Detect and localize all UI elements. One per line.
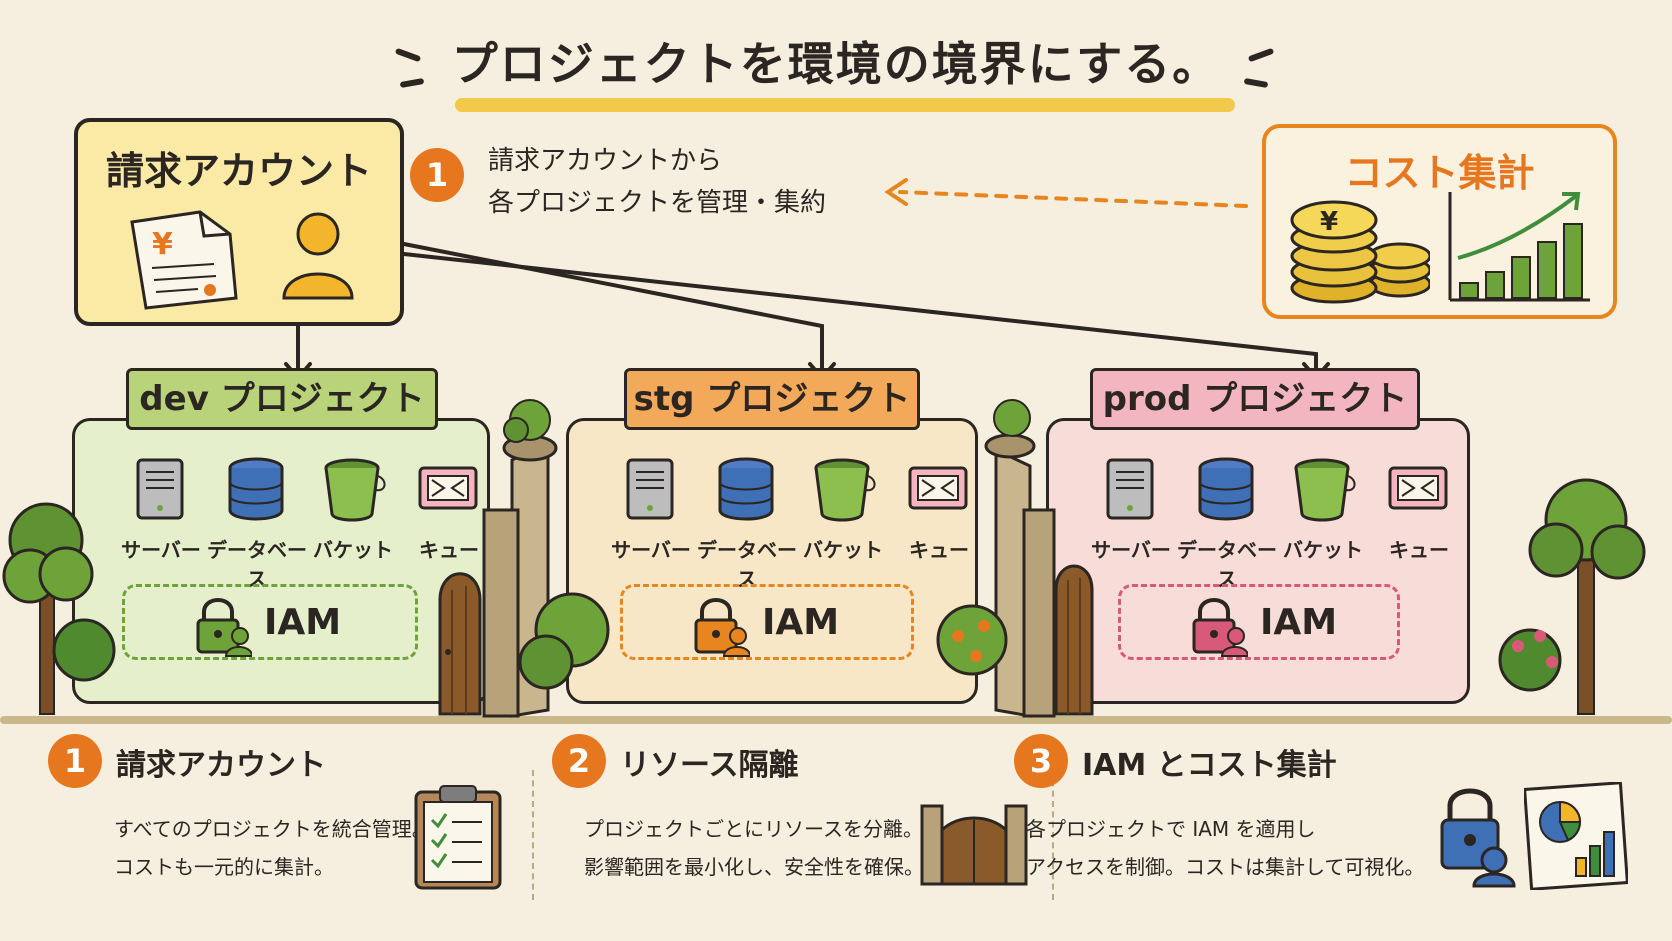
lock-icon [694,598,750,657]
server-icon [1106,458,1154,520]
explanation-title: リソース隔離 [620,748,799,783]
project-banner: stg プロジェクト [624,368,920,430]
server-icon [136,458,184,520]
explanation-title: 請求アカウント [116,748,326,783]
invoice-icon: ¥ [130,210,238,310]
resource-label: キュー [1389,538,1449,562]
resource-label: バケット [1283,538,1363,562]
queue-icon [418,466,478,510]
iam-label: IAM [762,602,840,643]
wooden-gate-right [1054,564,1094,716]
bucket-icon [1294,458,1356,522]
cost-bar [1459,282,1479,299]
explanation-line: 各プロジェクトで IAM を適用し [1026,817,1316,841]
resource-label: キュー [909,538,969,562]
cost-aggregation-box: コスト集計 ¥ [1262,124,1617,319]
explanation-line: 影響範囲を最小化し、安全性を確保。 [584,855,924,879]
step-badge: 2 [552,734,606,788]
bucket-icon [814,458,876,522]
report-chart-icon [1524,782,1628,890]
step-badge: 3 [1014,734,1068,788]
explanation-line: アクセスを制御。コストは集計して可視化。 [1026,855,1425,879]
project-banner: dev プロジェクト [126,368,438,430]
growth-trend-line [1457,194,1578,260]
server-icon [626,458,674,520]
explanation-line: プロジェクトごとにリソースを分離。 [584,817,923,841]
database-icon [228,457,284,521]
resource-label: キュー [419,538,479,562]
resource-label: バケット [313,538,393,562]
queue-icon [1388,466,1448,510]
iam-label: IAM [1260,602,1338,643]
database-icon [1198,457,1254,521]
invoice-currency: ¥ [152,227,173,262]
iam-boundary [122,584,418,660]
ground-line [0,716,1672,724]
project-banner: prod プロジェクト [1090,368,1420,430]
page-title: プロジェクトを環境の境界にする。 [451,37,1221,91]
coin-stack-icon: ¥ [1290,200,1430,304]
divider [532,770,534,900]
resource-label: データベース [207,538,307,591]
cost-bar [1511,256,1531,299]
arrow-to-stg [402,242,824,378]
bush-middle-right [936,604,1008,676]
cost-bar [1563,223,1583,299]
cost-growth-chart [1448,192,1590,302]
arrow-cost-to-billing [898,190,1248,208]
iam-boundary [1118,584,1400,660]
bush-middle-left [518,592,610,690]
bucket-icon [324,458,386,522]
step-badge: 1 [410,148,464,202]
explanation-text: プロジェクトごとにリソースを分離。影響範囲を最小化し、安全性を確保。 [584,810,924,886]
wooden-gate-left [438,572,482,716]
tree-right [1498,478,1646,715]
arrow-head-cost [884,178,908,206]
explanation-text: 各プロジェクトで IAM を適用しアクセスを制御。コストは集計して可視化。 [1026,810,1424,886]
database-icon [718,457,774,521]
stone-wall-right [984,399,1056,718]
checklist-clipboard-icon [414,785,502,890]
lock-icon [1192,598,1248,657]
title-underline [455,98,1235,112]
step-badge: 1 [48,734,102,788]
billing-account-title: 請求アカウント [105,149,372,193]
iam-label: IAM [264,602,342,643]
explanation-title: IAM とコスト集計 [1082,748,1337,783]
cost-bar [1485,271,1505,299]
cost-aggregation-title: コスト集計 [1344,151,1535,195]
explanation-line: コストも一元的に集計。 [114,855,334,879]
resource-label: サーバー [1091,538,1171,562]
step1-line2: 各プロジェクトを管理・集約 [488,188,827,218]
growth-arrow-head [1562,192,1581,211]
lock-icon [196,598,252,657]
coin-currency: ¥ [1320,207,1338,237]
billing-account-box: 請求アカウント ¥ [74,118,404,326]
resource-label: サーバー [611,538,691,562]
step1-text: 請求アカウントから 各プロジェクトを管理・集約 [488,140,826,224]
explanation-line: すべてのプロジェクトを統合管理。 [114,817,432,841]
iam-boundary [620,584,914,660]
resource-label: バケット [803,538,883,562]
garden-decorations [2,399,1646,718]
queue-icon [908,466,968,510]
tree-left [2,502,116,715]
step1-line1: 請求アカウントから [488,146,723,176]
garden-gate-icon [920,804,1028,886]
user-icon [282,212,354,300]
cost-bar [1537,241,1557,299]
divider [1052,770,1054,900]
lock-user-icon [1440,788,1516,888]
resource-label: サーバー [121,538,201,562]
explanation-text: すべてのプロジェクトを統合管理。コストも一元的に集計。 [114,810,432,886]
